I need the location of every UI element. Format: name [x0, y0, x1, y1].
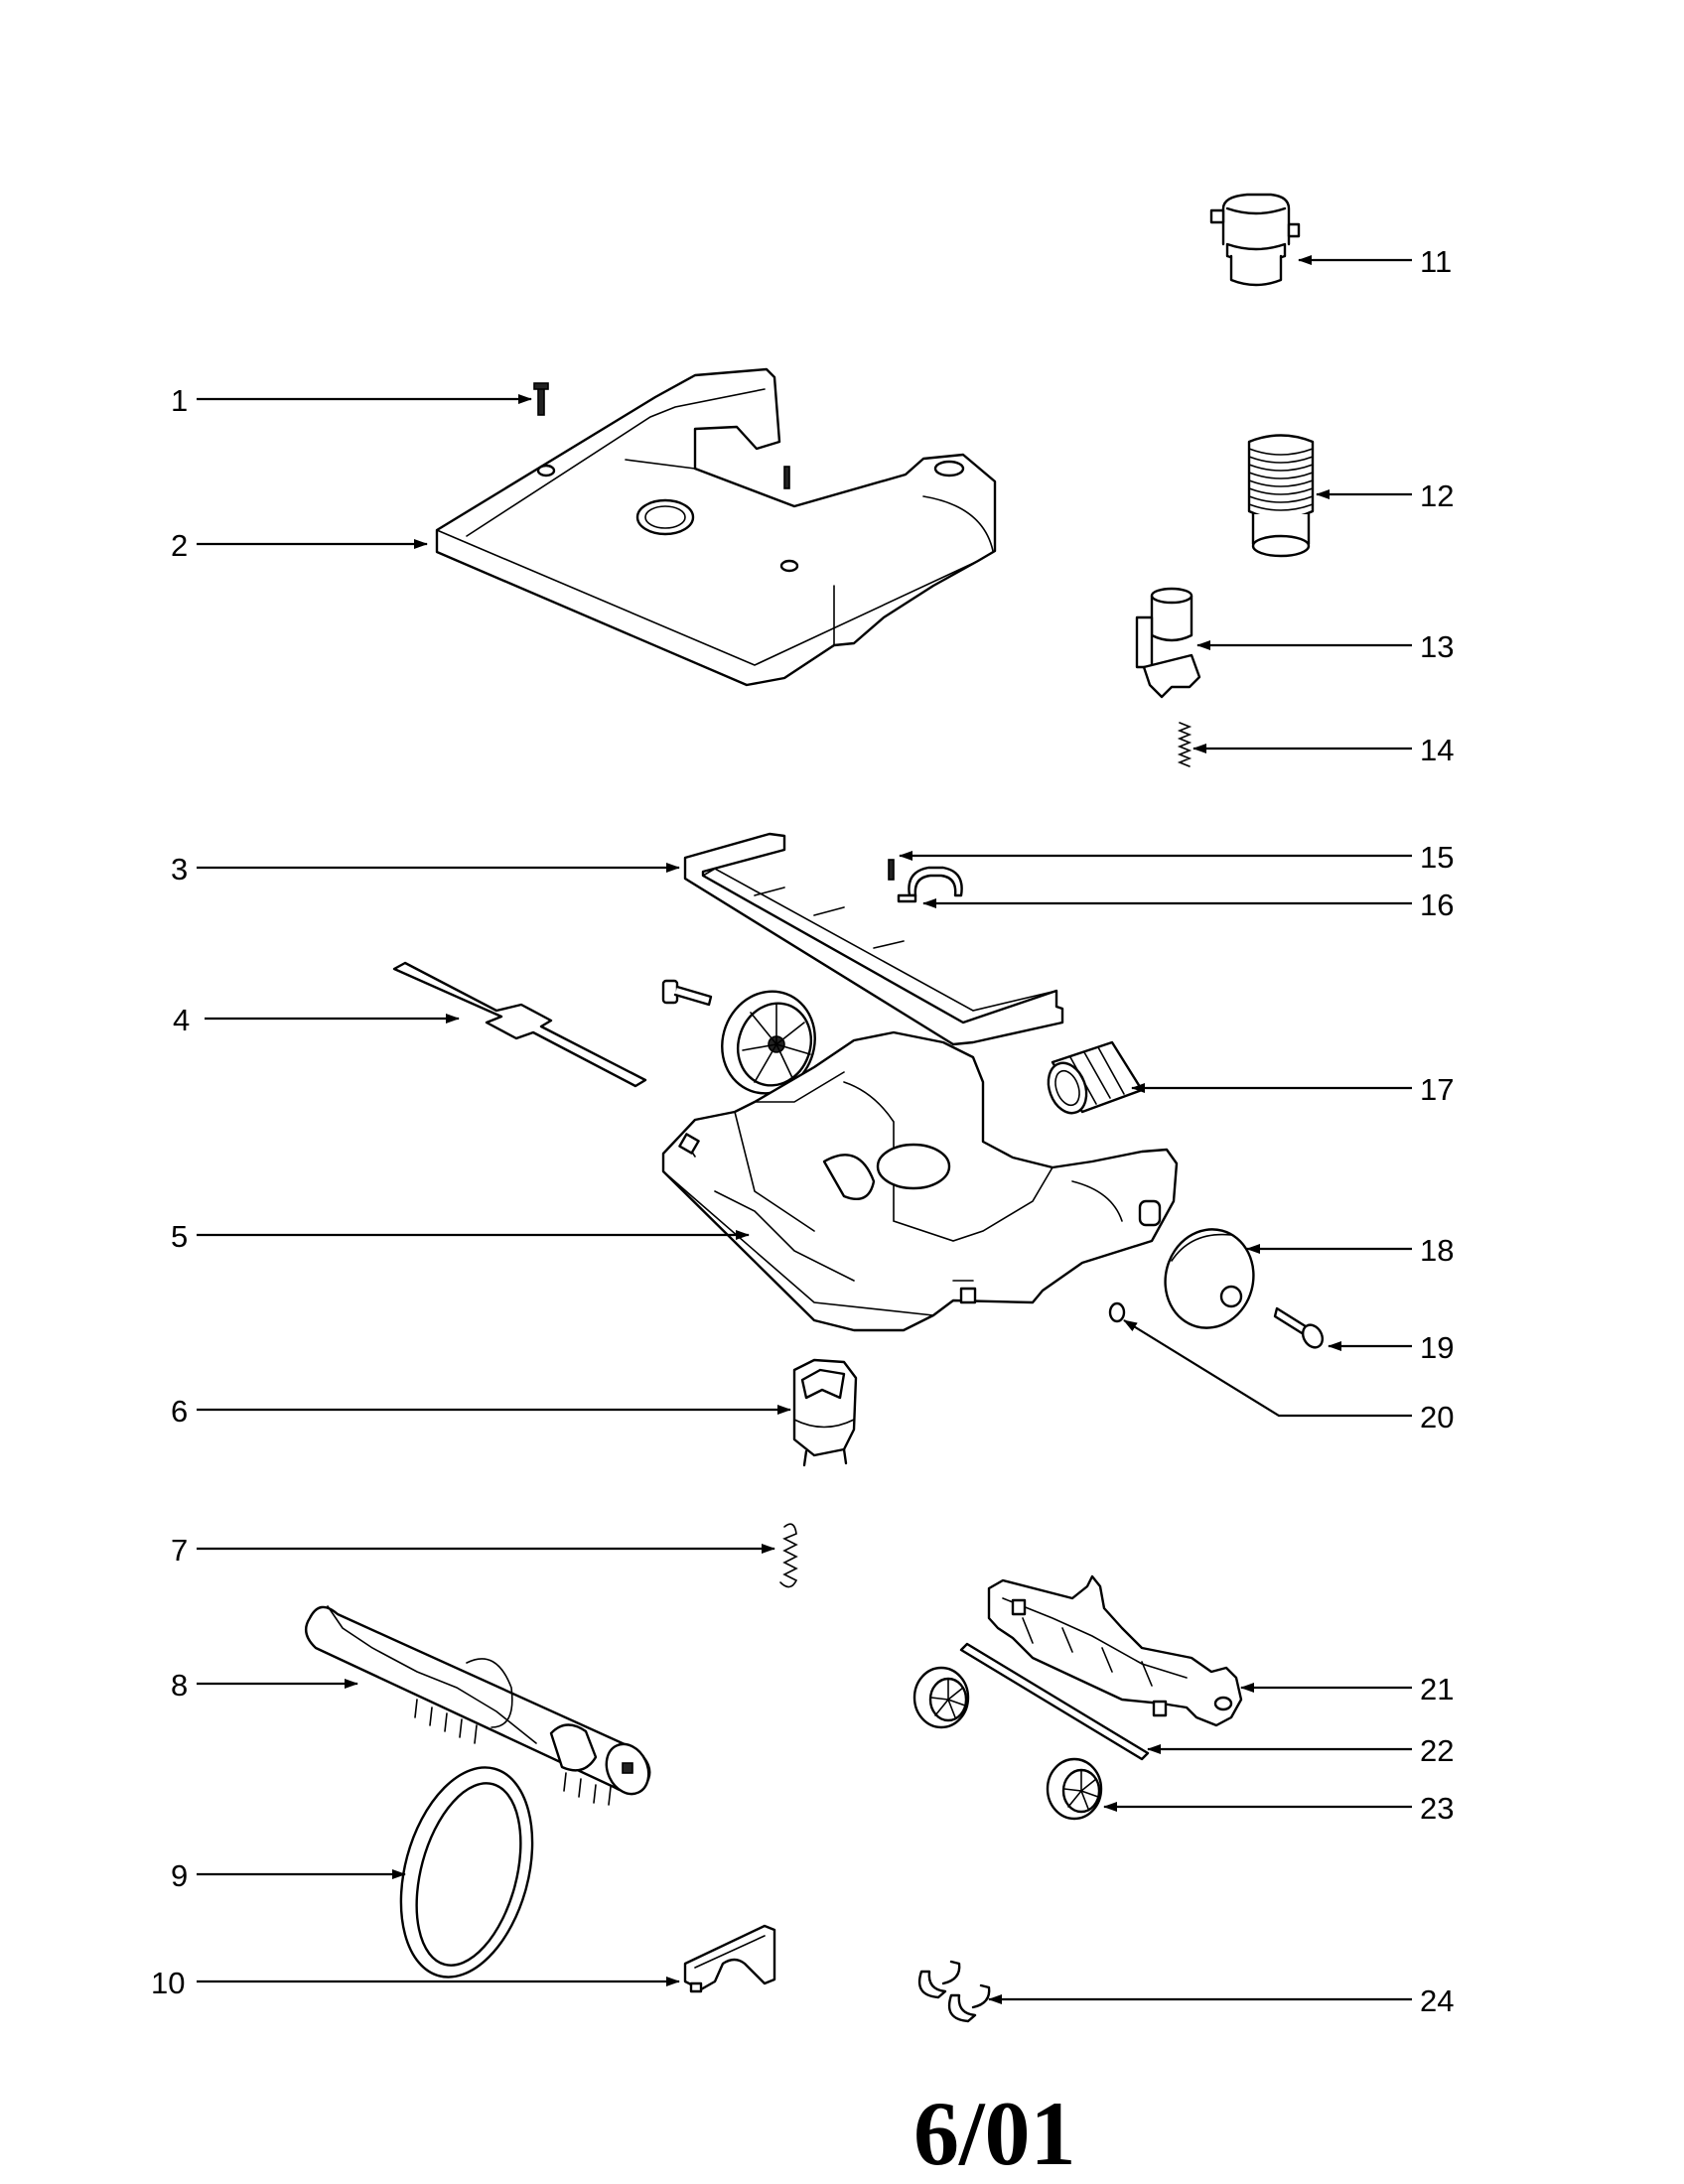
- callout-21: 21: [1420, 1672, 1454, 1706]
- callout-17: 17: [1420, 1072, 1454, 1107]
- part-4-strip: [392, 961, 647, 1088]
- part-20-washer: [1108, 1301, 1126, 1323]
- callout-9: 9: [171, 1858, 188, 1893]
- part-2-hood: [435, 367, 997, 687]
- part-6-nozzle: [792, 1358, 858, 1467]
- callout-4: 4: [173, 1003, 190, 1037]
- part-3-bumper: [683, 832, 1064, 1046]
- callout-labels: 1 2 3 4 5 6 7 8 9 10 11 12 13 14 15 16 1…: [151, 244, 1454, 2018]
- part-24-clips: [917, 1960, 991, 2023]
- callout-16: 16: [1420, 887, 1454, 922]
- callout-14: 14: [1420, 733, 1454, 767]
- callout-5: 5: [171, 1219, 188, 1254]
- part-rear-wheel-left: [721, 990, 816, 1095]
- date-code: 6/01: [913, 2083, 1076, 2184]
- callout-18: 18: [1420, 1233, 1454, 1268]
- callout-12: 12: [1420, 478, 1454, 513]
- part-11-hose-adapter: [1209, 193, 1301, 287]
- callout-13: 13: [1420, 629, 1454, 664]
- part-12-flex-hose: [1247, 434, 1315, 558]
- part-9-belt: [399, 1766, 534, 1979]
- callout-24: 24: [1420, 1983, 1454, 2018]
- part-1-screw: [533, 382, 549, 416]
- leader-lines: [197, 255, 1412, 2004]
- part-axle-bolt-left: [661, 979, 713, 1007]
- callout-3: 3: [171, 852, 188, 887]
- callout-10: 10: [151, 1966, 185, 2000]
- part-23-wheel-a: [912, 1666, 970, 1729]
- part-14-spring: [1177, 722, 1193, 767]
- part-18-rear-wheel-right: [1164, 1228, 1255, 1329]
- part-8-brush-roll: [304, 1605, 651, 1806]
- part-21-base-plate: [987, 1574, 1243, 1727]
- callout-20: 20: [1420, 1400, 1454, 1434]
- part-13-valve: [1135, 587, 1201, 699]
- part-17-coupling: [1047, 1040, 1144, 1115]
- part-16-clip: [897, 866, 963, 903]
- callout-23: 23: [1420, 1791, 1454, 1826]
- part-23-wheel-b: [1046, 1757, 1103, 1821]
- callout-8: 8: [171, 1668, 188, 1703]
- callout-15: 15: [1420, 840, 1454, 875]
- callout-11: 11: [1420, 244, 1452, 279]
- part-7-spring: [779, 1523, 798, 1588]
- callout-19: 19: [1420, 1330, 1454, 1365]
- part-5-base: [661, 1030, 1179, 1332]
- callout-22: 22: [1420, 1733, 1454, 1768]
- callout-2: 2: [171, 528, 188, 563]
- callout-6: 6: [171, 1394, 188, 1429]
- callout-1: 1: [171, 383, 188, 418]
- part-19-axle-bolt: [1273, 1306, 1325, 1349]
- callout-7: 7: [171, 1533, 188, 1568]
- part-10-bracket: [683, 1924, 776, 1993]
- part-15-screw: [888, 859, 895, 881]
